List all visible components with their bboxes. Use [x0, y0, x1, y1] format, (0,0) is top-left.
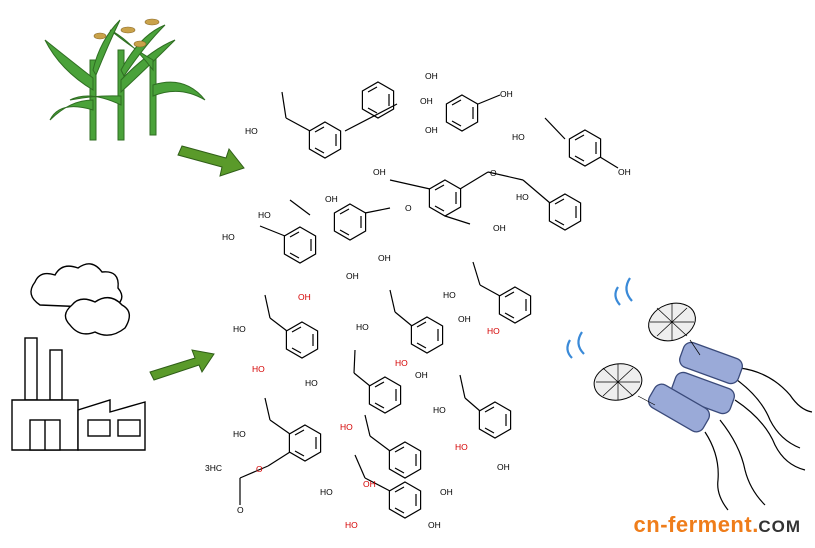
- label-red-ho-2: HO: [395, 358, 408, 368]
- label-ho-11: HO: [233, 429, 246, 439]
- label-oh-14: OH: [440, 487, 453, 497]
- label-oh-10: OH: [346, 271, 359, 281]
- arrow-from-plants: [177, 145, 245, 177]
- label-ho-9: HO: [305, 378, 318, 388]
- label-oh-11: OH: [458, 314, 471, 324]
- label-red-ho-3: HO: [487, 326, 500, 336]
- label-red-ho-1: HO: [252, 364, 265, 374]
- label-oh-6: OH: [373, 167, 386, 177]
- plant-crop-illustration: [44, 18, 206, 141]
- label-oh-9: OH: [378, 253, 391, 263]
- label-ho-4: HO: [258, 210, 271, 220]
- label-ho-6: HO: [233, 324, 246, 334]
- label-red-ho-6: HO: [345, 520, 358, 530]
- label-oh-15: OH: [428, 520, 441, 530]
- label-oh-13: OH: [497, 462, 510, 472]
- label-o-3: O: [237, 505, 244, 515]
- label-ho-5: HO: [222, 232, 235, 242]
- label-red-ho-5: HO: [455, 442, 468, 452]
- label-red-ho-4: HO: [340, 422, 353, 432]
- factory-illustration: [11, 263, 146, 451]
- label-o-2: O: [405, 203, 412, 213]
- label-ho-12: HO: [320, 487, 333, 497]
- label-ho-8: HO: [443, 290, 456, 300]
- synthetic-phenolics-group: HO OH HO HO OH HO HO HO HO OH HO HO HO O…: [205, 261, 532, 530]
- label-oh-4: OH: [500, 89, 513, 99]
- label-oh-7: OH: [325, 194, 338, 204]
- label-red-oh-2: OH: [363, 479, 376, 489]
- label-ho-3: HO: [516, 192, 529, 202]
- label-ho-7: HO: [356, 322, 369, 332]
- label-o-1: O: [490, 168, 497, 178]
- label-oh-3: OH: [425, 125, 438, 135]
- signal-waves-top: [566, 277, 633, 359]
- site-watermark: cn-ferment.COM: [634, 512, 801, 538]
- label-oh-2: OH: [420, 96, 433, 106]
- label-oh-12: OH: [415, 370, 428, 380]
- label-ho-2: HO: [512, 132, 525, 142]
- arrow-from-factory: [149, 349, 215, 381]
- label-oh-1: OH: [425, 71, 438, 81]
- label-methyl: 3HC: [205, 463, 222, 473]
- watermark-main: cn-ferment: [633, 512, 753, 537]
- label-ho-1: HO: [245, 126, 258, 136]
- watermark-tld: COM: [758, 517, 801, 536]
- label-ho-10: HO: [433, 405, 446, 415]
- label-red-o-1: O: [256, 464, 263, 474]
- natural-phenolics-group: HO OH OH OH OH HO OH OH OH O HO OH HO HO…: [222, 71, 631, 281]
- watermark-dot: .: [752, 512, 759, 537]
- label-red-oh-1: OH: [298, 292, 311, 302]
- label-oh-5: OH: [618, 167, 631, 177]
- microbes-illustration: [566, 277, 813, 511]
- label-oh-8: OH: [493, 223, 506, 233]
